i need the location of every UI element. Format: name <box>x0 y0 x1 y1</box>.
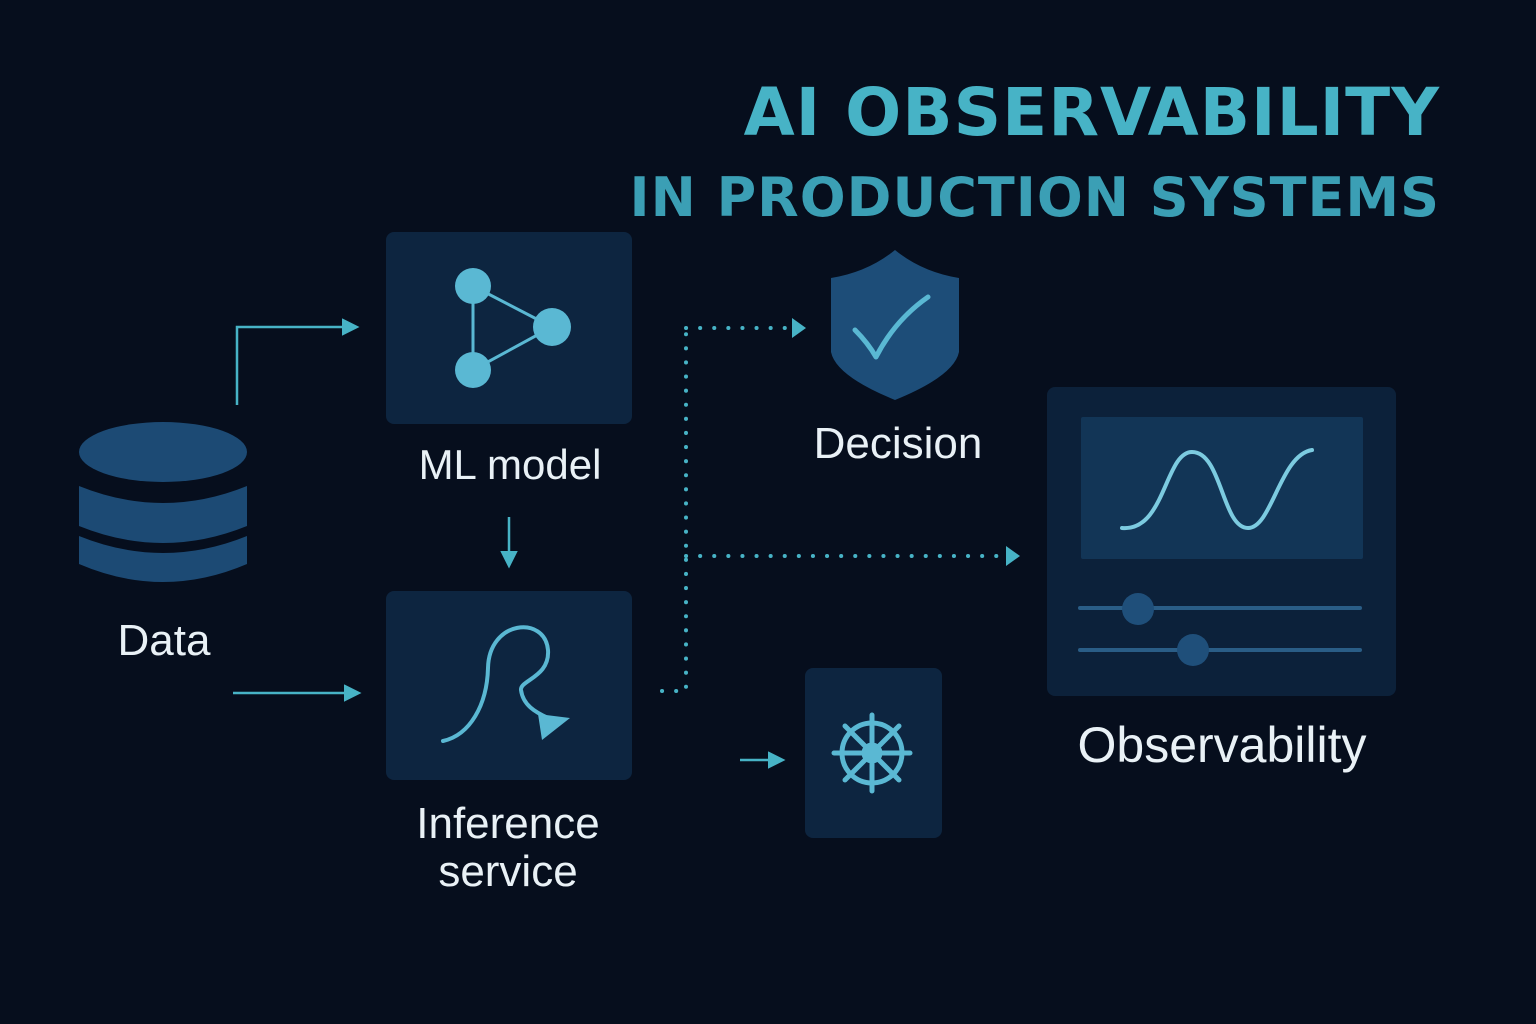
slider-2 <box>1078 634 1362 666</box>
dotted-decision-arrowhead <box>792 318 806 338</box>
network-graph-icon <box>455 268 571 388</box>
ml-model-label: ML model <box>418 441 602 488</box>
shield-check-icon <box>831 250 959 400</box>
observability-label: Observability <box>1077 717 1367 773</box>
helm-wheel-icon <box>831 712 913 794</box>
slider-1 <box>1078 593 1362 625</box>
data-label: Data <box>117 616 211 665</box>
title-line-2: IN PRODUCTION SYSTEMS <box>629 166 1440 229</box>
inference-service-card <box>386 591 632 780</box>
dotted-observability-arrowhead <box>1006 546 1020 566</box>
inference-label-line-2: service <box>438 847 578 897</box>
inference-service-label: Inference service <box>380 799 636 897</box>
dotted-connectors <box>660 326 1008 693</box>
connector-data-to-model <box>235 318 360 405</box>
dashboard-chart-icon <box>1120 448 1314 531</box>
inference-label-line-1: Inference <box>416 799 600 848</box>
database-icon <box>79 422 247 582</box>
curve-path-icon <box>441 625 570 743</box>
ml-model-card <box>386 232 632 424</box>
dotted-inference-stem <box>660 326 688 693</box>
decision-label: Decision <box>813 419 983 468</box>
title-line-1: AI OBSERVABILITY <box>743 74 1440 151</box>
